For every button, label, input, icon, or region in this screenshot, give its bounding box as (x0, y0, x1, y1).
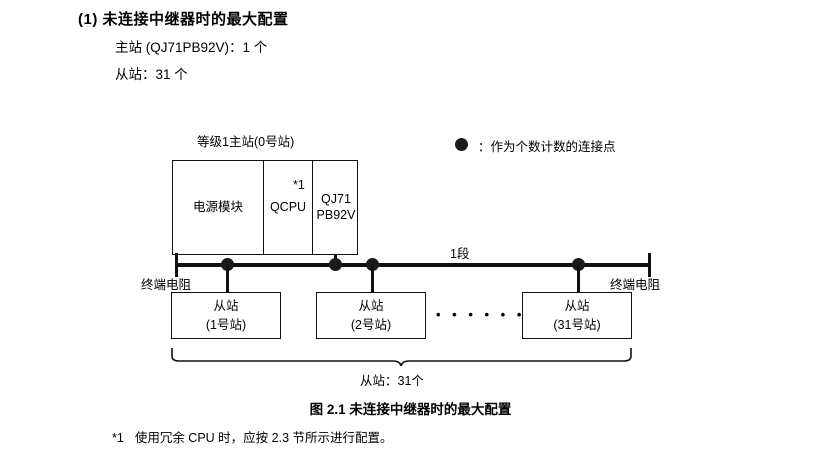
slave-count-brace (171, 348, 632, 366)
slave-drop-line (577, 265, 580, 292)
spec-master-line: 主站 (QJ71PB92V)：1 个 (115, 40, 268, 55)
terminator-left-bar (175, 253, 178, 277)
page-footnote: *1 使用冗余 CPU 时，应按 2.3 节所示进行配置。 (112, 427, 393, 446)
qcpu-cell: QCPU (263, 161, 312, 254)
connection-dot-icon (221, 258, 234, 271)
trunk-bus-line (175, 263, 650, 267)
ellipsis-dots: • • • • • • (436, 307, 526, 322)
slave-drop-line (226, 265, 229, 292)
qj71-line2: PB92V (316, 207, 356, 222)
slave-subtitle: (31号站) (553, 317, 601, 332)
slave-subtitle: (2号站) (350, 317, 392, 332)
spec-slave-line: 从站：31 个 (115, 67, 188, 82)
connection-dot-icon (366, 258, 379, 271)
slave-station-box: 从站 (1号站) (171, 292, 281, 339)
slave-count-label: 从站：31个 (360, 374, 424, 388)
terminator-right-label: 终端电阻 (610, 278, 661, 292)
slave-title: 从站 (564, 299, 590, 314)
legend-label: ：作为个数计数的连接点 (478, 140, 616, 154)
terminator-left-label: 终端电阻 (141, 278, 192, 292)
master-rack: 电源模块 QCPU QJ71 PB92V (172, 160, 358, 255)
connection-dot-icon (572, 258, 585, 271)
figure-caption: 图 2.1 未连接中继器时的最大配置 (309, 402, 512, 417)
slave-station-box: 从站 (31号站) (522, 292, 632, 339)
rack-footnote-mark: *1 (293, 178, 305, 192)
qj71-line1: QJ71 (321, 191, 351, 206)
slave-title: 从站 (213, 299, 239, 314)
segment-label: 1段 (450, 247, 470, 261)
qj71-pb92v-cell: QJ71 PB92V (312, 161, 359, 254)
slave-station-box: 从站 (2号站) (316, 292, 426, 339)
section-heading: (1) 未连接中继器时的最大配置 (78, 11, 289, 28)
slave-drop-line (371, 265, 374, 292)
footnote-text: 使用冗余 CPU 时，应按 2.3 节所示进行配置。 (134, 431, 393, 445)
terminator-right-bar (648, 253, 651, 277)
master-station-label: 等级1主站(0号站) (197, 135, 295, 149)
slave-subtitle: (1号站) (205, 317, 247, 332)
footnote-mark: *1 (112, 431, 124, 445)
slave-title: 从站 (358, 299, 384, 314)
power-module-cell: 电源模块 (192, 199, 243, 214)
legend-dot-icon (455, 138, 468, 151)
connection-dot-icon (329, 258, 342, 271)
